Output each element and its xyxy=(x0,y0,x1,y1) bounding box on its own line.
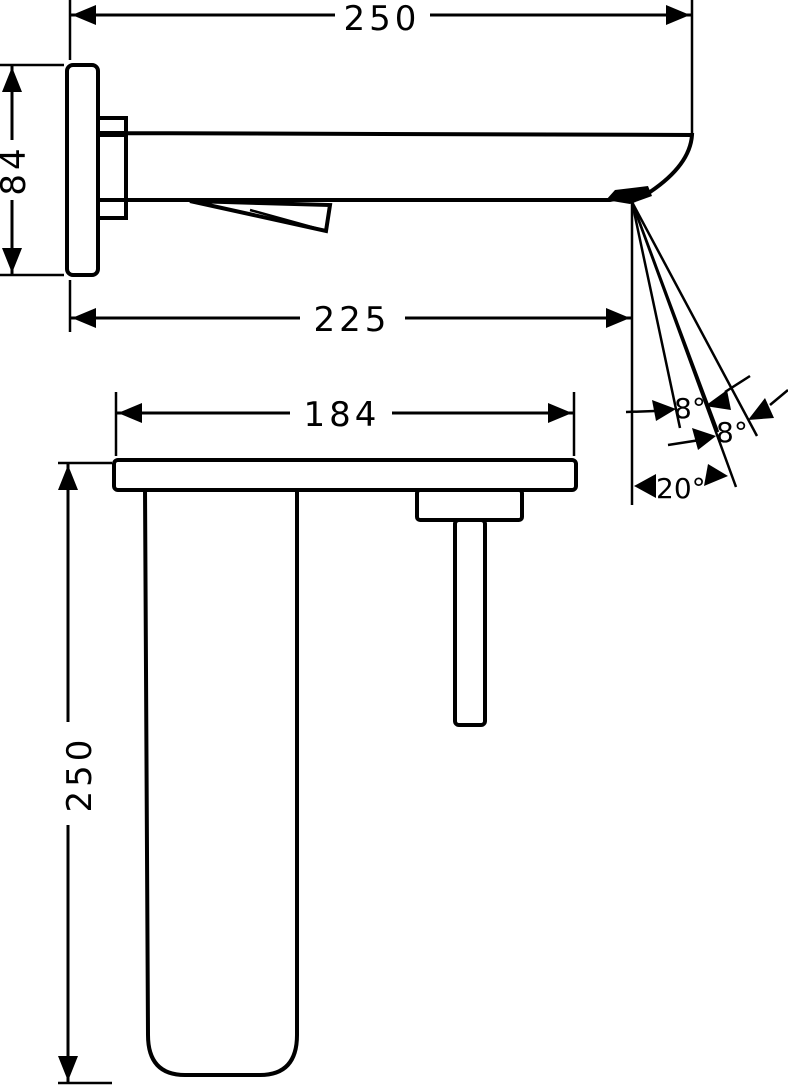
front-lever-stem xyxy=(453,518,487,727)
spout-projection-label: 225 xyxy=(314,300,391,340)
lower-mount-tab xyxy=(96,198,128,220)
front-spout-body xyxy=(142,486,299,1077)
spray-angle-1-label: 8° xyxy=(674,392,706,425)
front-view xyxy=(112,458,578,1077)
dimension-front-width: 184 xyxy=(114,392,576,456)
front-height-label: 250 xyxy=(60,736,100,813)
dimension-overall-length: 250 xyxy=(68,0,694,135)
spray-angle-2-label: 8° xyxy=(716,416,748,449)
plate-height-label: 84 xyxy=(0,144,34,195)
side-view xyxy=(65,63,695,277)
front-width-label: 184 xyxy=(304,395,381,435)
spray-angle-annotation: 8° 8° 20° xyxy=(625,201,788,505)
dimension-spout-projection: 225 xyxy=(68,200,634,505)
spout-outlet xyxy=(606,186,652,204)
overall-length-label: 250 xyxy=(344,0,421,39)
front-lever-base xyxy=(415,488,524,522)
dimension-front-height: 250 xyxy=(58,461,112,1085)
dimension-plate-height: 84 xyxy=(0,63,64,277)
spout-body xyxy=(97,131,695,202)
front-top-plate xyxy=(112,458,578,492)
wall-plate xyxy=(65,63,100,277)
spray-angle-total-label: 20° xyxy=(656,472,706,505)
